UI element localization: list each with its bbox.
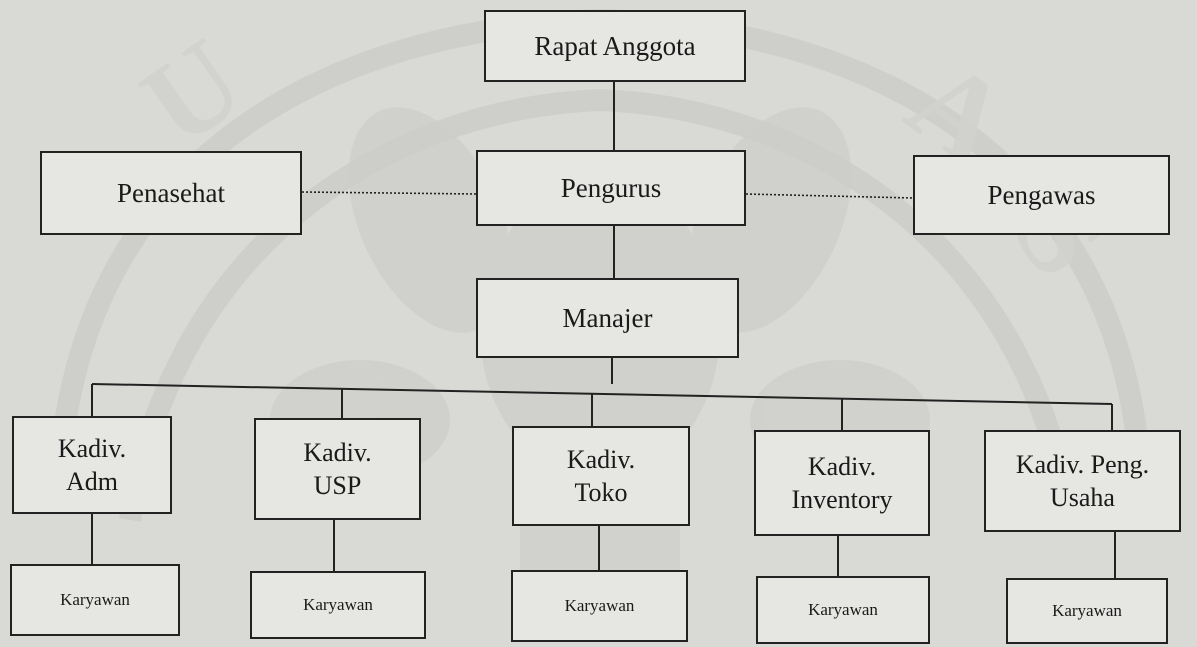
- node-karyawan-inventory: Karyawan: [756, 576, 930, 644]
- node-kadiv-adm: Kadiv. Adm: [12, 416, 172, 514]
- node-kadiv-toko: Kadiv. Toko: [512, 426, 690, 526]
- node-kadiv-peng-usaha: Kadiv. Peng. Usaha: [984, 430, 1181, 532]
- node-pengurus: Pengurus: [476, 150, 746, 226]
- division-bus: [91, 383, 1113, 405]
- node-pengawas: Pengawas: [913, 155, 1170, 235]
- node-kadiv-inventory: Kadiv. Inventory: [754, 430, 930, 536]
- edge-penasehat-pengurus: [301, 191, 477, 195]
- node-karyawan-adm: Karyawan: [10, 564, 180, 636]
- node-karyawan-usp: Karyawan: [250, 571, 426, 639]
- edge-pengurus-pengawas: [745, 193, 914, 199]
- node-karyawan-toko: Karyawan: [511, 570, 688, 642]
- node-rapat-anggota: Rapat Anggota: [484, 10, 746, 82]
- node-manajer: Manajer: [476, 278, 739, 358]
- node-penasehat: Penasehat: [40, 151, 302, 235]
- node-karyawan-peng-usaha: Karyawan: [1006, 578, 1168, 644]
- node-kadiv-usp: Kadiv. USP: [254, 418, 421, 520]
